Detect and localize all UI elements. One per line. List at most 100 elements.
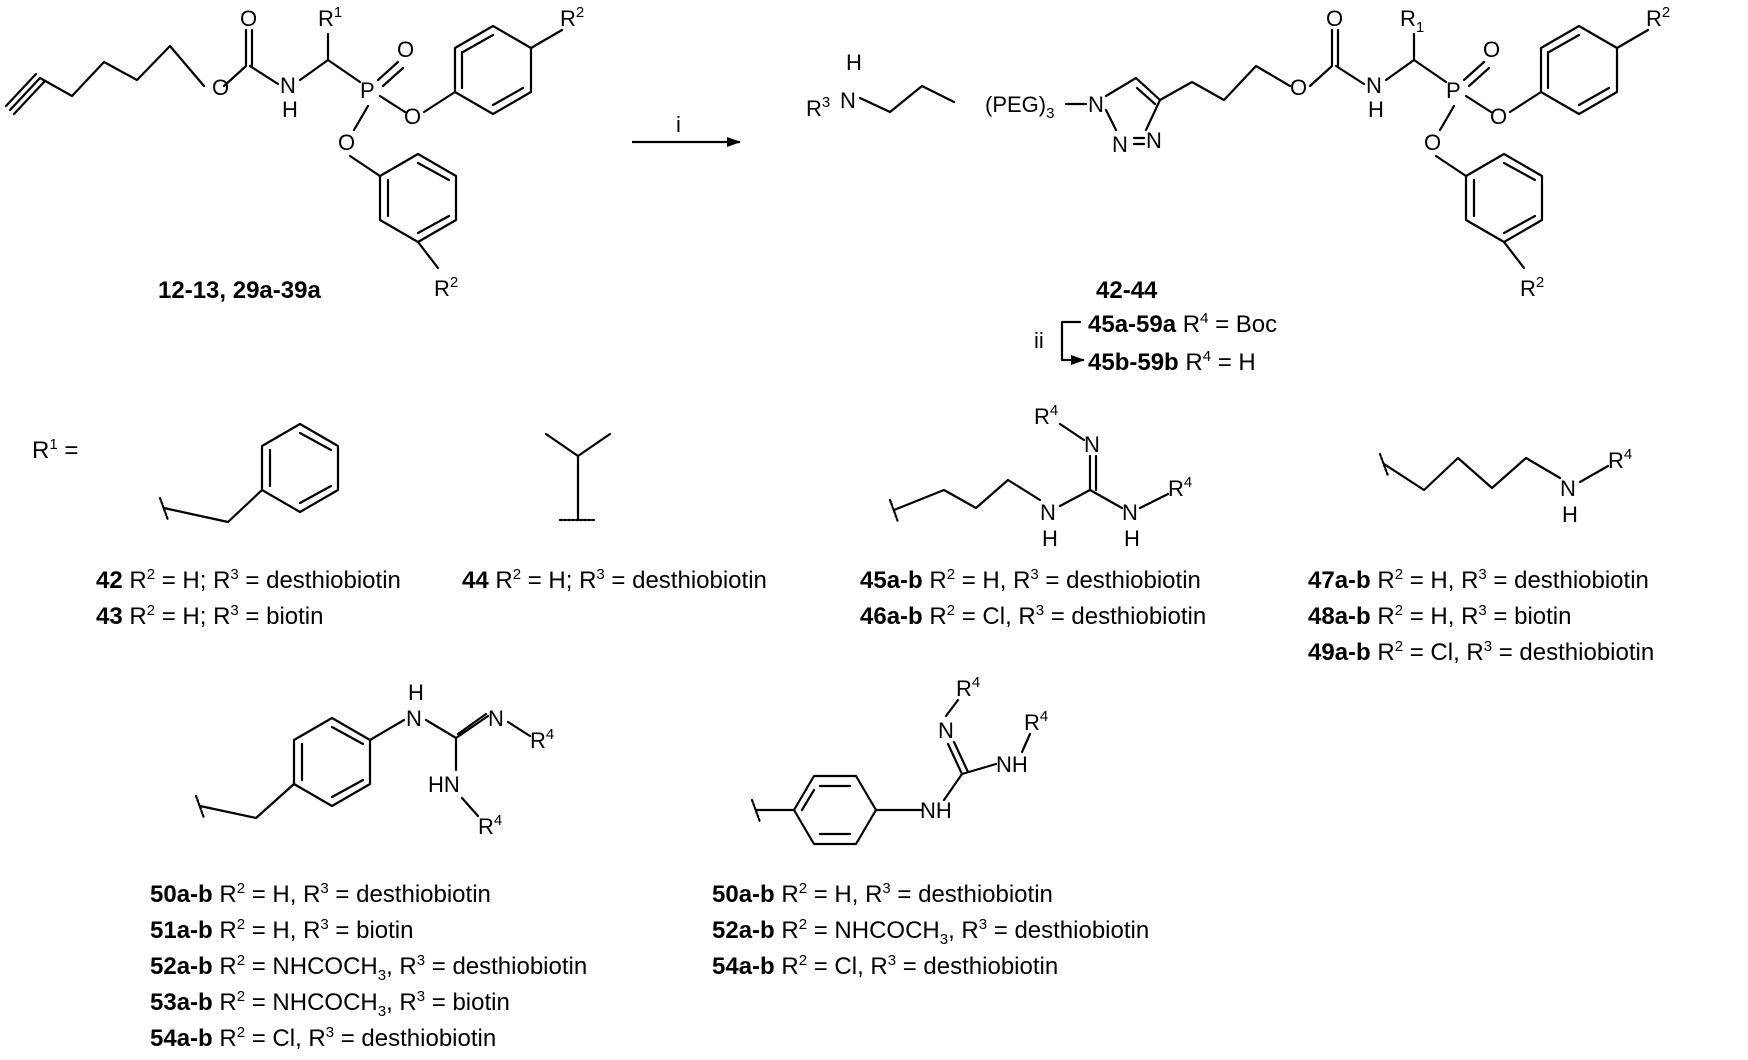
caption-47: 47a-b R2 = H, R3 = desthiobiotin xyxy=(1308,566,1649,594)
atom-n: N xyxy=(1088,92,1104,117)
caption-50-right: 50a-b R2 = H, R3 = desthiobiotin xyxy=(712,880,1053,908)
product-structure: H R3 N (PEG)3 N N N O O N H R1 P O O R2 … xyxy=(806,4,1670,301)
caption-54-right: 54a-b R2 = Cl, R3 = desthiobiotin xyxy=(712,952,1058,980)
r2-label: R2 xyxy=(560,4,584,31)
caption-51: 51a-b R2 = H, R3 = biotin xyxy=(150,916,413,944)
benzyl-bond xyxy=(198,782,296,820)
p-o-bond-lower xyxy=(352,104,370,132)
r2-label: R2 xyxy=(1520,274,1544,301)
r2-label: R2 xyxy=(434,274,458,301)
atom-o: O xyxy=(1290,75,1307,100)
compound-label-start: 12-13, 29a-39a xyxy=(158,277,321,304)
atom-o: O xyxy=(1424,130,1441,155)
atom-n: N xyxy=(1560,476,1576,501)
atom-n: N xyxy=(1112,132,1128,157)
guanidine-bonds xyxy=(942,740,998,802)
propyl-chain xyxy=(892,478,1042,512)
r1-label: R1 xyxy=(318,4,342,31)
atom-h: H xyxy=(1042,526,1058,551)
atom-o: O xyxy=(338,130,355,155)
caption-45: 45a-b R2 = H, R3 = desthiobiotin xyxy=(860,566,1201,594)
atom-h: H xyxy=(1562,502,1578,527)
propyl-linker xyxy=(858,84,956,114)
atom-n: N xyxy=(1146,128,1162,153)
product-chain xyxy=(1158,64,1292,102)
caption-53: 53a-b R2 = NHCOCH3, R3 = biotin xyxy=(150,988,510,1020)
r4-label: R4 xyxy=(956,674,980,701)
r4-bond xyxy=(1058,422,1086,442)
caption-52-right: 52a-b R2 = NHCOCH3, R3 = desthiobiotin xyxy=(712,916,1149,948)
butyl-chain xyxy=(1382,456,1562,492)
r2-label: R2 xyxy=(1646,4,1670,31)
carbamate-bonds xyxy=(222,28,280,88)
compound-label-product: 42-44 xyxy=(1096,277,1158,304)
compound-label-deprot: 45b-59b R4 = H xyxy=(1088,348,1256,376)
r2-bond xyxy=(529,28,564,50)
step-ii-label: ii xyxy=(1034,328,1044,353)
atom-h: H xyxy=(282,97,298,122)
r4-label: R4 xyxy=(1168,474,1192,501)
caption-54: 54a-b R2 = Cl, R3 = desthiobiotin xyxy=(150,1024,496,1052)
phenyl-ring xyxy=(292,716,372,808)
product-labels: 42-44 45a-59a R4 = Boc 45b-59b R4 = H ii xyxy=(1034,277,1277,376)
caption-52: 52a-b R2 = NHCOCH3, R3 = desthiobiotin xyxy=(150,952,587,984)
o-aryl-bond-lower xyxy=(348,154,382,178)
atom-n: N xyxy=(1366,73,1382,98)
alpha-carbon-bonds xyxy=(298,32,362,84)
caption-43: 43 R2 = H; R3 = biotin xyxy=(96,602,323,630)
guanidine-bonds xyxy=(1058,454,1124,510)
r1-guanidinobenzyl: H N N R4 HN R4 xyxy=(194,680,554,839)
atom-nh: N xyxy=(1122,500,1138,525)
atom-n: N xyxy=(840,88,856,113)
alpha-carbon-bonds xyxy=(1384,32,1448,84)
aryl-n-bond xyxy=(368,718,406,742)
atom-o: O xyxy=(404,104,421,129)
p-o-bond xyxy=(378,94,407,114)
reaction-arrow-i: i xyxy=(632,112,741,147)
r3-label: R3 xyxy=(806,94,830,121)
phenyl-ring xyxy=(260,422,340,514)
starting-material: O O N H R1 P O O R2 O R2 12-13, 29a-39a xyxy=(4,4,584,304)
caption-42: 42 R2 = H; R3 = desthiobiotin xyxy=(96,566,401,594)
deprotection-arrow xyxy=(1060,320,1082,362)
r1-benzyl xyxy=(158,422,340,524)
triazole-ring xyxy=(1104,76,1162,132)
r4-bond xyxy=(944,698,960,718)
o-aryl-bond xyxy=(1508,90,1543,114)
atom-hn: HN xyxy=(428,772,460,797)
atom-o: O xyxy=(1483,37,1500,62)
r4-label: R4 xyxy=(1024,708,1048,735)
r1-isopropyl xyxy=(544,432,612,522)
atom-n: N xyxy=(406,706,422,731)
phenyl-ring xyxy=(792,774,878,846)
r2-bond-lower xyxy=(416,240,440,270)
r4-label: R4 xyxy=(1608,446,1632,473)
n-n-double xyxy=(1132,136,1146,146)
o-aryl-bond-lower xyxy=(1434,154,1468,178)
step-i-label: i xyxy=(676,112,681,137)
r4-bond xyxy=(460,796,480,818)
atom-o: O xyxy=(212,75,229,100)
atom-h: H xyxy=(408,680,424,705)
phenyl-ring-upper xyxy=(1539,24,1619,116)
caption-49: 49a-b R2 = Cl, R3 = desthiobiotin xyxy=(1308,638,1654,666)
peg-label: (PEG)3 xyxy=(985,92,1054,122)
r1-arginine: N H N R4 N H R4 xyxy=(888,402,1192,551)
caption-50: 50a-b R2 = H, R3 = desthiobiotin xyxy=(150,880,491,908)
atom-n: N xyxy=(938,718,954,743)
r1-label: R1 xyxy=(1400,6,1424,36)
caption-44: 44 R2 = H; R3 = desthiobiotin xyxy=(462,566,767,594)
p-o-bond xyxy=(1464,94,1493,114)
phenyl-ring-upper xyxy=(453,24,533,116)
atom-h: H xyxy=(1368,97,1384,122)
r4-bond xyxy=(1020,732,1032,754)
o-aryl-bond xyxy=(422,90,457,114)
atom-h: H xyxy=(1124,526,1140,551)
p-double-o xyxy=(1462,60,1491,88)
caption-46: 46a-b R2 = Cl, R3 = desthiobiotin xyxy=(860,602,1206,630)
p-double-o xyxy=(376,60,405,88)
r4-bond xyxy=(506,720,532,738)
atom-p: P xyxy=(360,78,375,103)
r4-label: R4 xyxy=(530,726,554,753)
